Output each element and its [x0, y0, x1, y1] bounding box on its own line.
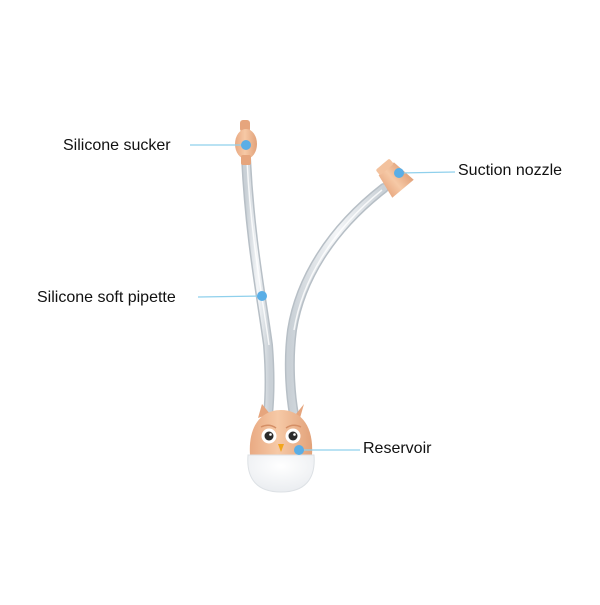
callout-dot-reservoir — [294, 445, 304, 455]
label-silicone-sucker: Silicone sucker — [63, 137, 171, 154]
callout-dot-sucker — [241, 140, 251, 150]
callout-line-nozzle — [398, 171, 456, 174]
label-reservoir: Reservoir — [363, 440, 432, 457]
callout-line-pipette — [197, 295, 263, 298]
label-silicone-soft-pipette: Silicone soft pipette — [37, 289, 176, 306]
suction-tube — [284, 183, 389, 420]
label-suction-nozzle: Suction nozzle — [458, 162, 563, 179]
callout-lines — [190, 144, 456, 451]
reservoir — [247, 404, 315, 493]
silicone-soft-pipette — [241, 153, 275, 420]
suction-nozzle — [376, 159, 414, 198]
callout-dot-nozzle — [394, 168, 404, 178]
callout-dots — [241, 140, 404, 455]
owl-face-icon — [260, 424, 302, 452]
callout-dot-pipette — [257, 291, 267, 301]
